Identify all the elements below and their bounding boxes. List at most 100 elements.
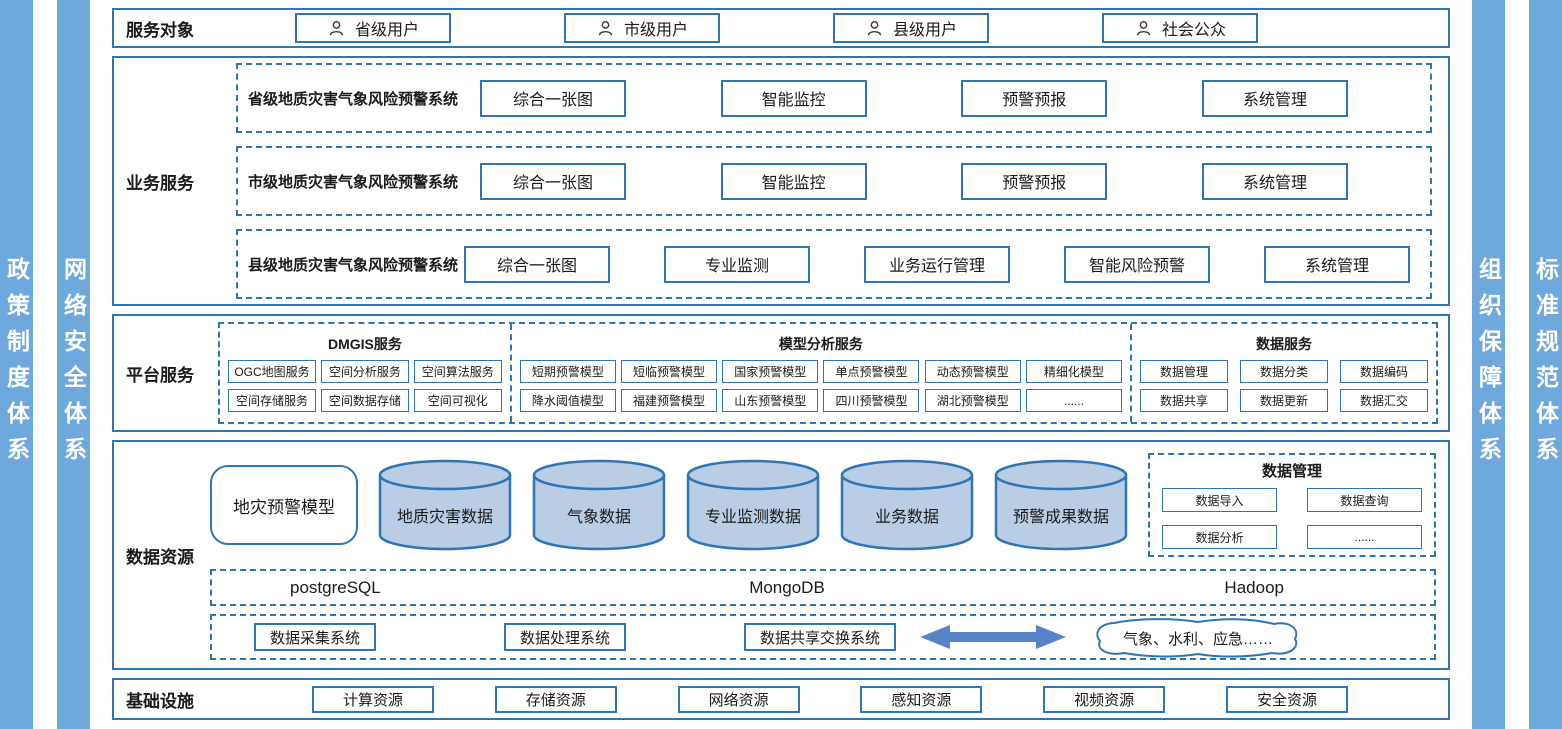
cloud-shape [1096,618,1298,658]
business-item: 智能监控 [720,162,867,200]
user-box-label: 社会公众 [1161,22,1226,39]
business-item: 综合一张图 [464,245,610,283]
cylinder-label: 专业监测数据 [704,509,801,526]
external-systems-cloud: 气象、水利、应急…… [1092,616,1304,658]
business-group-county: 县级地质灾害气象风险预警系统 综合一张图 专业监测 业务运行管理 智能风险预警 … [236,229,1432,299]
platform-services-label: 平台服务 [126,365,194,385]
platform-section-title: 数据服务 [1255,336,1312,352]
infra-box-compute: 计算资源 [312,685,434,713]
service-objects-row: 服务对象 省级用户 市级用户 县级用户 社会公众 [112,8,1450,48]
platform-box: 福建预警模型 [621,389,718,412]
data-resources-content: 地灾预警模型 地质灾害数据 气象数据 专业监测数据 [210,442,1448,668]
platform-box-row: 空间存储服务 空间数据存储 空间可视化 [228,389,502,412]
external-systems-label: 气象、水利、应急…… [1123,631,1274,648]
sidebar-organization-label: 组织保障体系 [1475,256,1502,473]
sidebar-standards-system: 标准规范体系 [1529,0,1562,729]
platform-box: 山东预警模型 [722,389,819,412]
data-management-title: 数据管理 [1261,463,1322,480]
cylinder-label: 地质灾害数据 [396,509,493,526]
business-group-items: 综合一张图 专业监测 业务运行管理 智能风险预警 系统管理 [464,245,1430,283]
cylinder-monitoring-data: 专业监测数据 [686,459,820,551]
infrastructure-items: 计算资源 存储资源 网络资源 感知资源 视频资源 安全资源 [210,685,1448,713]
service-objects-list: 省级用户 市级用户 县级用户 社会公众 [210,13,1448,43]
platform-box: 数据分类 [1239,360,1328,383]
platform-box: 单点预警模型 [823,360,920,383]
user-box-county: 县级用户 [833,13,989,43]
data-resources-label: 数据资源 [126,547,194,567]
diagram-main: 服务对象 省级用户 市级用户 县级用户 社会公众 [112,0,1450,729]
user-box-public: 社会公众 [1102,13,1258,43]
database-mongodb: MongoDB [749,577,825,597]
sidebar-organization-guarantee: 组织保障体系 [1472,0,1505,729]
infra-box-security: 安全资源 [1225,685,1348,713]
platform-box: 降水阈值模型 [519,389,616,412]
business-services-row: 业务服务 省级地质灾害气象风险预警系统 综合一张图 智能监控 预警预报 系统管理… [112,56,1450,306]
platform-box-row: 数据管理 数据分类 数据编码 [1139,360,1428,383]
platform-box: 动态预警模型 [924,360,1021,383]
business-item: 业务运行管理 [864,245,1010,283]
sidebar-policy-label: 政策制度体系 [3,256,30,473]
platform-section-title: DMGIS服务 [327,336,402,352]
cylinder-shape [994,459,1128,551]
platform-box: 数据汇交 [1339,389,1428,412]
user-box-label: 市级用户 [623,22,688,39]
service-objects-label: 服务对象 [126,20,194,40]
data-management-item: 数据查询 [1307,488,1422,512]
cylinder-label: 业务数据 [874,509,939,526]
platform-box: 空间数据存储 [320,389,409,412]
user-box-label: 省级用户 [354,22,419,39]
business-group-title: 省级地质灾害气象风险预警系统 [248,90,459,108]
platform-box: OGC地图服务 [228,360,316,383]
cylinder-shape [686,459,820,551]
double-arrow-icon [920,623,1067,651]
person-icon [867,20,882,35]
sidebar-policy-system: 政策制度体系 [0,0,33,729]
person-icon [1136,20,1151,35]
business-item: 预警预报 [961,79,1108,117]
business-item: 智能监控 [720,79,867,117]
data-resources-row: 数据资源 地灾预警模型 地质灾害数据 气象数据 专业监测数据 [112,440,1450,670]
database-postgresql: postgreSQL [290,577,381,597]
business-item: 系统管理 [1201,162,1348,200]
platform-box: 空间可视化 [413,389,502,412]
business-group-provincial: 省级地质灾害气象风险预警系统 综合一张图 智能监控 预警预报 系统管理 [236,63,1432,133]
platform-box: 短临预警模型 [621,360,718,383]
platform-box: 四川预警模型 [823,389,920,412]
platform-box: 空间分析服务 [320,360,409,383]
platform-section-models: 模型分析服务 短期预警模型 短临预警模型 国家预警模型 单点预警模型 动态预警模… [512,324,1132,422]
platform-box: 空间算法服务 [413,360,502,383]
platform-section-title: 模型分析服务 [778,336,863,352]
business-group-items: 综合一张图 智能监控 预警预报 系统管理 [464,162,1430,200]
cylinder-shape [840,459,974,551]
infra-box-storage: 存储资源 [494,685,617,713]
sidebar-standards-label: 标准规范体系 [1532,256,1559,473]
data-shapes-row: 地灾预警模型 地质灾害数据 气象数据 专业监测数据 [210,449,1436,561]
platform-box: 数据共享 [1139,389,1228,412]
data-management-grid: 数据导入 数据查询 数据分析 ...... [1162,488,1422,549]
platform-box: 短期预警模型 [519,360,616,383]
platform-services-row: 平台服务 DMGIS服务 OGC地图服务 空间分析服务 空间算法服务 空间存储服… [112,314,1450,432]
data-management-item: 数据分析 [1162,525,1277,549]
platform-box: ...... [1025,389,1122,412]
cylinder-label: 预警成果数据 [1012,509,1109,526]
platform-box: 精细化模型 [1025,360,1122,383]
databases-row: postgreSQL MongoDB Hadoop [210,569,1436,606]
business-item: 综合一张图 [480,162,626,200]
sidebar-network-security: 网络安全体系 [57,0,90,729]
data-processing-system-box: 数据处理系统 [504,623,627,651]
platform-box-row: 短期预警模型 短临预警模型 国家预警模型 单点预警模型 动态预警模型 精细化模型 [519,360,1122,383]
infrastructure-label: 基础设施 [126,691,194,711]
platform-box: 国家预警模型 [722,360,819,383]
cylinder-warning-results-data: 预警成果数据 [994,459,1128,551]
business-item: 综合一张图 [480,79,626,117]
platform-box: 数据编码 [1339,360,1428,383]
cylinder-business-data: 业务数据 [840,459,974,551]
business-item: 预警预报 [961,162,1108,200]
platform-box-row: 数据共享 数据更新 数据汇交 [1139,389,1428,412]
cylinder-label: 气象数据 [566,509,631,526]
data-collection-system-box: 数据采集系统 [254,623,377,651]
disaster-warning-model-box: 地灾预警模型 [210,465,358,545]
cylinder-geo-disaster-data: 地质灾害数据 [378,459,512,551]
business-group-title: 县级地质灾害气象风险预警系统 [248,256,459,274]
business-groups: 省级地质灾害气象风险预警系统 综合一张图 智能监控 预警预报 系统管理 市级地质… [236,63,1432,299]
